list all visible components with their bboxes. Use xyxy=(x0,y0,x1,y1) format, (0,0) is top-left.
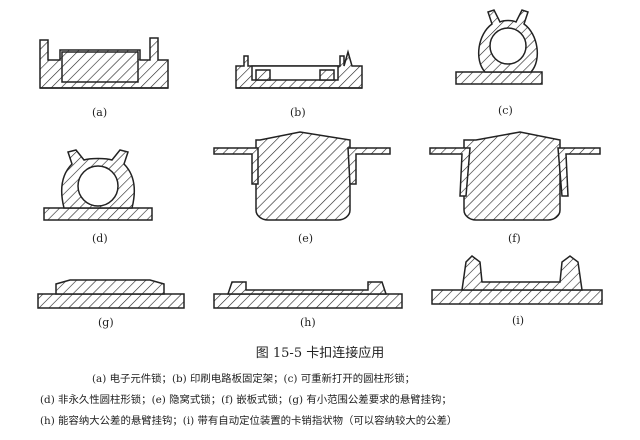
caption-line-2: (d) 非永久性圆柱形锁；(e) 隐窝式锁；(f) 嵌板式锁；(g) 有小范围公… xyxy=(40,394,452,406)
diagram-panel-f xyxy=(429,131,601,221)
panel-label-e: (e) xyxy=(298,232,314,245)
panel-label-f: (f) xyxy=(508,232,521,245)
diagram-panel-i xyxy=(431,255,603,305)
panel-label-i: (i) xyxy=(512,314,525,327)
diagram-panel-b xyxy=(235,49,363,89)
diagram-panel-a xyxy=(39,37,169,89)
caption-line-3: (h) 能容纳大公差的悬臂挂钩；(i) 带有自动定位装置的卡销指状物（可以容纳较… xyxy=(40,415,458,427)
panel-label-a: (a) xyxy=(92,106,108,119)
panel-label-h: (h) xyxy=(300,316,316,329)
panel-label-c: (c) xyxy=(498,104,513,117)
diagram-panel-d xyxy=(43,149,153,221)
panel-label-b: (b) xyxy=(290,106,306,119)
panel-label-d: (d) xyxy=(92,232,108,245)
panel-label-g: (g) xyxy=(98,316,114,329)
diagram-panel-c xyxy=(455,9,543,85)
diagram-panel-e xyxy=(213,131,391,221)
diagram-panel-h xyxy=(213,281,403,309)
diagram-panel-g xyxy=(37,279,185,309)
caption-line-1: (a) 电子元件锁；(b) 印刷电路板固定架；(c) 可重新打开的圆柱形锁； xyxy=(92,373,416,385)
figure-title: 图 15-5 卡扣连接应用 xyxy=(255,346,385,361)
